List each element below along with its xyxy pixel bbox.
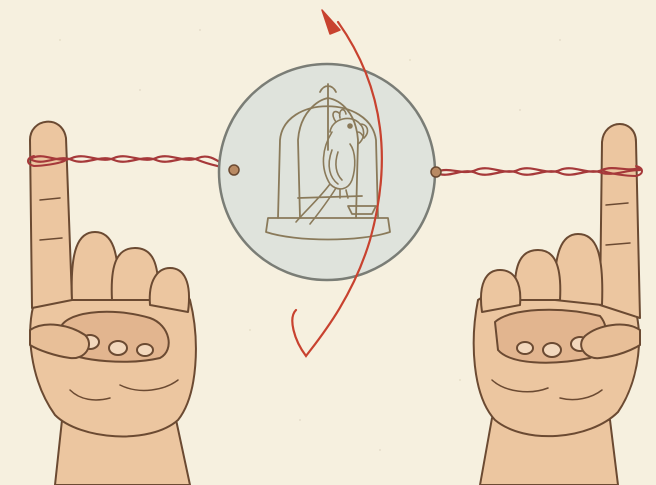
left-little-finger: [150, 268, 189, 312]
left-index-finger: [30, 122, 72, 308]
right-ring-finger: [515, 250, 561, 300]
right-index-finger: [600, 124, 640, 318]
right-little-finger: [481, 270, 520, 312]
right-middle-finger: [555, 234, 603, 305]
disc-hole-left: [229, 165, 239, 175]
disc-hole-right: [431, 167, 441, 177]
disc-face: [219, 64, 435, 280]
parrot-eye: [348, 124, 352, 128]
